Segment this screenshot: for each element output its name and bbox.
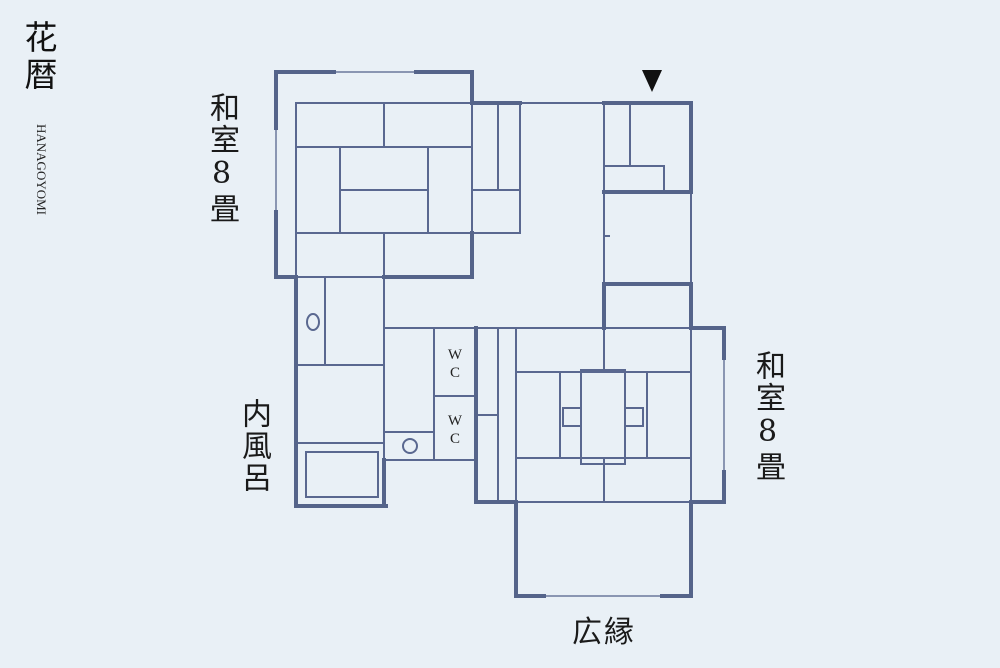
brand-name: 花暦 bbox=[19, 20, 58, 94]
closet-left bbox=[471, 102, 521, 234]
label-washitsu-right: 和室8畳 bbox=[750, 350, 785, 483]
washitsu-right-room bbox=[515, 327, 692, 503]
label-hiroen: 広縁 bbox=[572, 615, 636, 650]
entrance-arrow-icon bbox=[642, 70, 662, 92]
brand-romaji: HANAGOYOMI bbox=[34, 124, 49, 215]
label-uchiburo: 内風呂 bbox=[236, 398, 271, 494]
washitsu-left-room bbox=[295, 102, 473, 278]
label-washitsu-left: 和室8畳 bbox=[204, 92, 239, 225]
